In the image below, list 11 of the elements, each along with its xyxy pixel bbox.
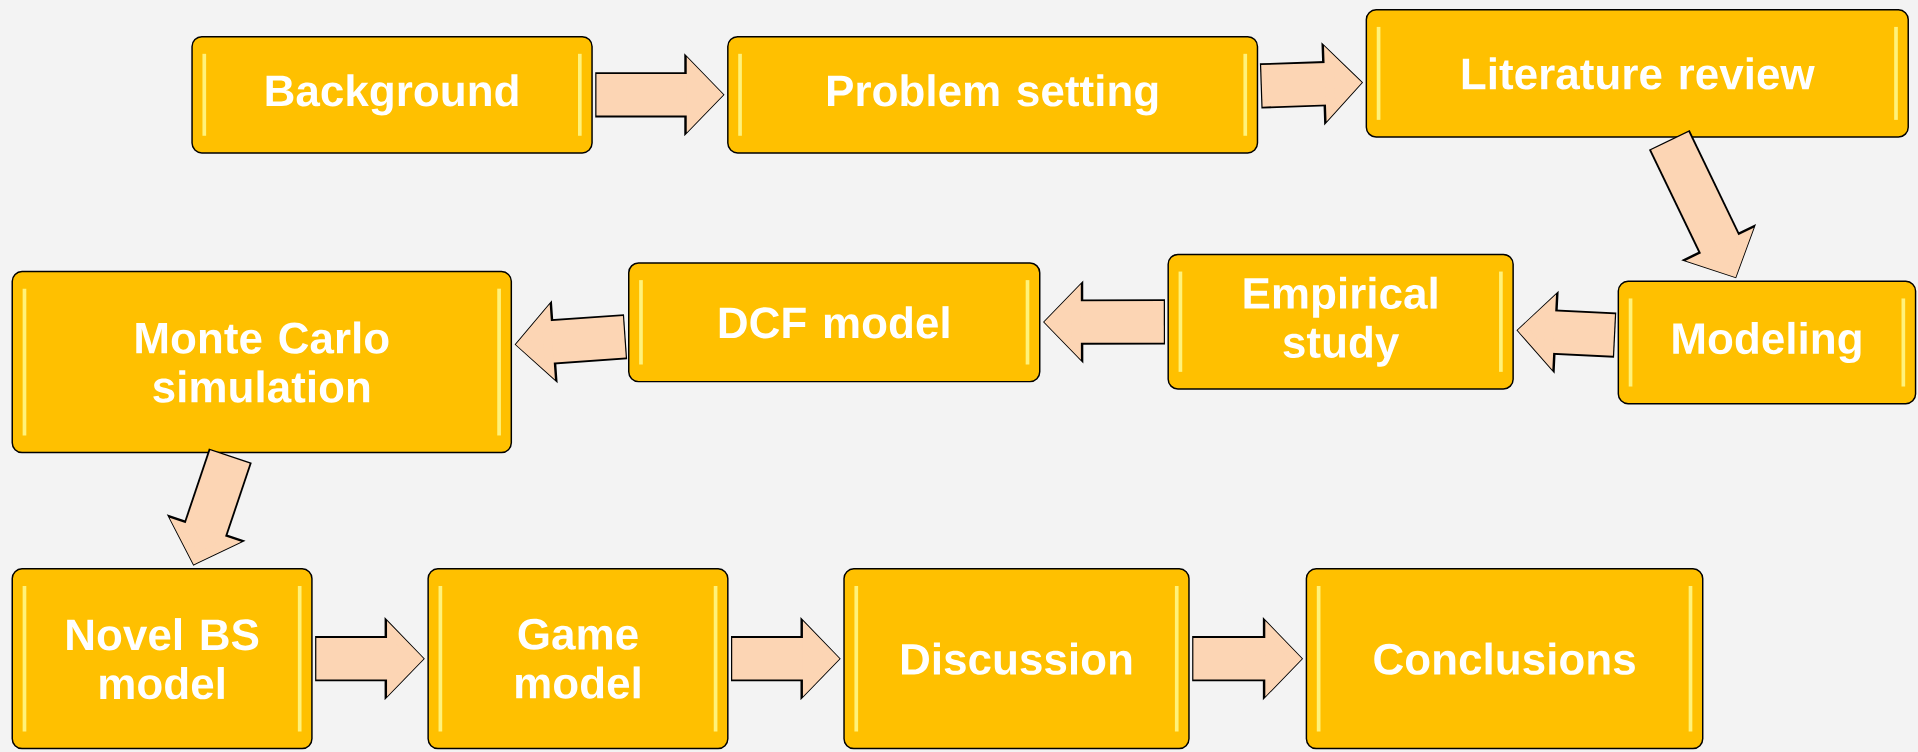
process-box: Discussion [843,567,1190,750]
process-box: Modeling [1617,280,1917,405]
process-box: Monte Carlo simulation [11,270,513,454]
process-box: DCF model [628,262,1041,383]
process-box: Conclusions [1305,567,1704,750]
process-box: Literature review [1365,8,1909,138]
process-box: Background [191,35,593,154]
process-box: Game model [427,567,729,750]
process-box: Novel BS model [11,567,313,750]
process-box: Empirical study [1167,253,1514,390]
process-box: Problem setting [727,35,1259,154]
